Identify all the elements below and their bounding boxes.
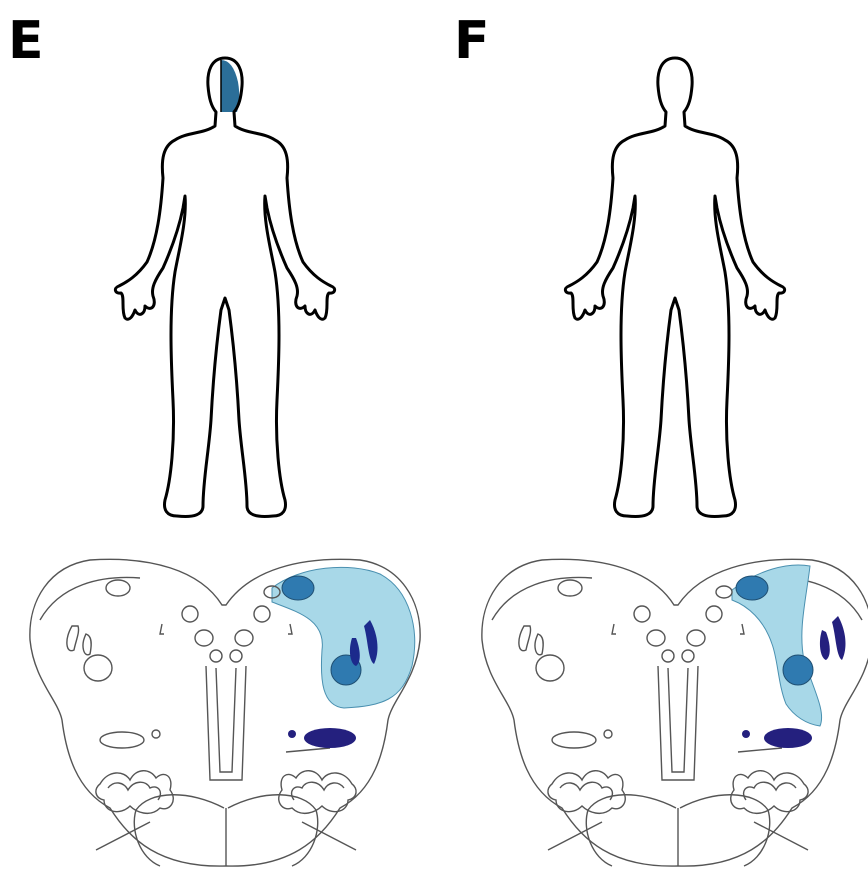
mlf-left [662,650,674,662]
mlf-right [230,650,242,662]
body-outline [565,58,784,517]
pyramid-right [680,795,770,866]
vestibular-left [612,624,616,634]
hypoglossal-left [647,630,665,646]
dark-nucleus-f [764,728,812,748]
spinal-trigeminal-nucleus-f [736,576,768,600]
vestibular-right [740,624,744,634]
spinal-trigeminal-nucleus-e [282,576,314,600]
pyramid-right [228,795,318,866]
tract-f-1 [820,630,830,660]
fiber-right [754,822,808,850]
small-dot-f [742,730,750,738]
solitary-left-2 [83,634,91,655]
dark-nucleus-e [304,728,356,748]
raphe-column [658,666,698,780]
dot-left [604,730,612,738]
panel-label-e: E [8,11,44,71]
panel-e: E [8,11,420,866]
lateral-lobe-line-left [492,577,592,620]
nucleus-left-a [634,606,650,622]
lesion-e-group [254,567,415,813]
body-figure-f [565,58,784,517]
nucleus-left-b [106,580,130,596]
nucleus-right-a [254,606,270,622]
hypoglossal-right [235,630,253,646]
body-outline [115,58,334,517]
ambiguus-left [552,732,596,748]
nucleus-left-c [84,655,112,681]
lateral-lobe-line-left [40,577,140,620]
raphe-column [206,666,246,780]
raphe-inner [668,668,688,772]
pyramid-left [134,795,224,866]
nucleus-right-a [706,606,722,622]
small-dot-e [288,730,296,738]
tract-f-2 [832,616,845,660]
solitary-left [519,626,531,651]
mlf-left [210,650,222,662]
body-figure-e [115,58,334,517]
dot-left [152,730,160,738]
nucleus-right-b [716,586,732,598]
vestibular-left [160,624,164,634]
nucleus-left-c [536,655,564,681]
nucleus-left-b [558,580,582,596]
raphe-inner [216,668,236,772]
vestibular-right [288,624,292,634]
fiber-right [302,822,356,850]
olive-right [279,771,356,814]
panel-label-f: F [454,11,490,71]
nucleus-left-a [182,606,198,622]
ambiguus-line-right [738,748,782,752]
mlf-right [682,650,694,662]
olive-right [731,771,808,814]
pyramid-left [586,795,676,866]
face-shading-right-half [221,60,239,112]
solitary-left-2 [535,634,543,655]
panel-f: F [454,11,868,866]
hypoglossal-left [195,630,213,646]
hypoglossal-right [687,630,705,646]
lateral-nucleus-f [783,655,813,685]
ambiguus-line-right [286,748,330,752]
solitary-left [67,626,79,651]
ambiguus-left [100,732,144,748]
